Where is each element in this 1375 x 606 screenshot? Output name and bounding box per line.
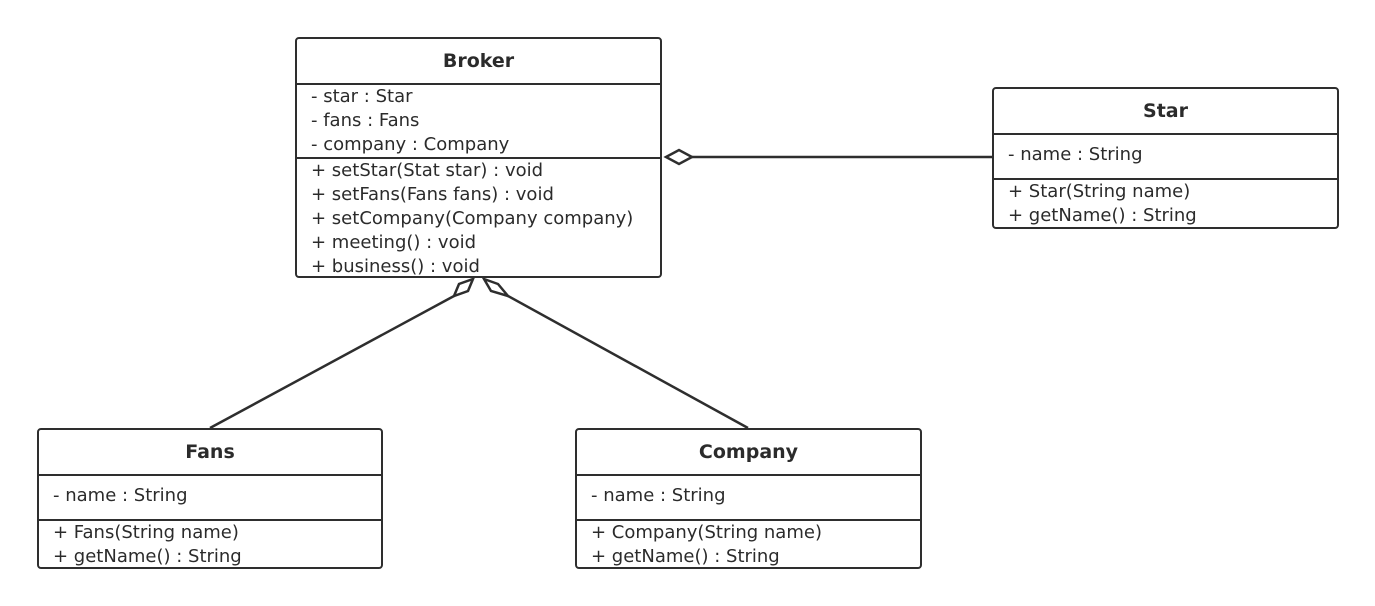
operation: + business() : void	[311, 256, 480, 277]
attribute-list: - star : Star - fans : Fans - company : …	[297, 85, 660, 159]
attribute: - company : Company	[311, 134, 510, 155]
operation-list: + setStar(Stat star) : void + setFans(Fa…	[297, 159, 660, 277]
operation: + setCompany(Company company)	[311, 208, 634, 229]
attribute-list: - name : String	[994, 135, 1337, 180]
class-name: Star	[994, 89, 1337, 135]
operation: + getName() : String	[591, 546, 780, 567]
attribute: - name : String	[53, 485, 188, 506]
attribute: - name : String	[591, 485, 726, 506]
attribute: - star : Star	[311, 86, 413, 107]
class-star[interactable]: Star - name : String + Star(String name)…	[992, 87, 1339, 229]
company-aggregation-line	[507, 294, 749, 430]
class-company[interactable]: Company - name : String + Company(String…	[575, 428, 922, 569]
attribute: - fans : Fans	[311, 110, 420, 131]
operation: + setStar(Stat star) : void	[311, 160, 544, 181]
star-aggregation-diamond	[663, 148, 695, 166]
operation: + getName() : String	[1008, 205, 1197, 226]
fans-aggregation-line	[209, 294, 455, 430]
fans-aggregation-diamond	[451, 276, 476, 299]
class-name: Fans	[39, 430, 381, 476]
operation: + Company(String name)	[591, 522, 822, 543]
class-name: Broker	[297, 39, 660, 85]
operation: + getName() : String	[53, 546, 242, 567]
operation: + Fans(String name)	[53, 522, 239, 543]
company-aggregation-diamond	[481, 276, 512, 299]
attribute: - name : String	[1008, 144, 1143, 165]
class-name: Company	[577, 430, 920, 476]
attribute-list: - name : String	[39, 476, 381, 521]
class-broker[interactable]: Broker - star : Star - fans : Fans - com…	[295, 37, 662, 278]
class-fans[interactable]: Fans - name : String + Fans(String name)…	[37, 428, 383, 569]
operation: + Star(String name)	[1008, 181, 1191, 202]
operation-list: + Company(String name) + getName() : Str…	[577, 521, 920, 567]
operation-list: + Star(String name) + getName() : String	[994, 180, 1337, 227]
operation: + setFans(Fans fans) : void	[311, 184, 554, 205]
operation: + meeting() : void	[311, 232, 477, 253]
operation-list: + Fans(String name) + getName() : String	[39, 521, 381, 567]
attribute-list: - name : String	[577, 476, 920, 521]
